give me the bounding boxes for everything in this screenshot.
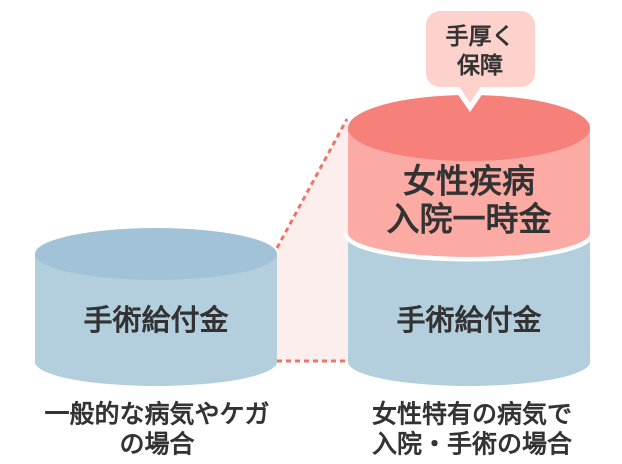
callout-text-line2: 保障 <box>456 52 503 79</box>
connector-highlight-area <box>277 118 348 361</box>
left-caption-line2: の場合 <box>119 430 195 459</box>
right-cylinder-blue-section <box>348 237 590 386</box>
left-cylinder-top-ellipse <box>35 228 277 280</box>
right-cylinder-top-label-line1: 女性疾病 <box>403 162 535 201</box>
left-cylinder-label: 手術給付金 <box>83 303 229 337</box>
connector-highlight-group <box>275 118 351 363</box>
callout-tail <box>456 82 484 103</box>
right-cylinder-top-ellipse <box>348 95 590 161</box>
callout-text-line1: 手厚く <box>446 24 515 50</box>
left-cylinder: 手術給付金 <box>35 228 277 386</box>
right-caption-line2: 入院・手術の場合 <box>372 430 573 459</box>
right-cylinder-top-label-line2: 入院一時金 <box>387 200 553 239</box>
right-caption-line1: 女性特有の病気で <box>372 400 572 429</box>
left-caption-line1: 一般的な病気やケガ <box>44 400 269 429</box>
captions: 一般的な病気やケガ の場合 女性特有の病気で 入院・手術の場合 <box>44 400 573 459</box>
callout-bubble-group: 手厚く 保障 <box>426 11 535 112</box>
connector-dashed-line-top <box>275 118 349 249</box>
right-cylinder-bottom-label: 手術給付金 <box>396 303 542 337</box>
right-cylinder-pink-section <box>348 128 590 257</box>
right-cylinder: 女性疾病 入院一時金 手術給付金 <box>343 95 595 386</box>
callout-bubble <box>426 11 535 87</box>
left-cylinder-body <box>35 254 277 386</box>
